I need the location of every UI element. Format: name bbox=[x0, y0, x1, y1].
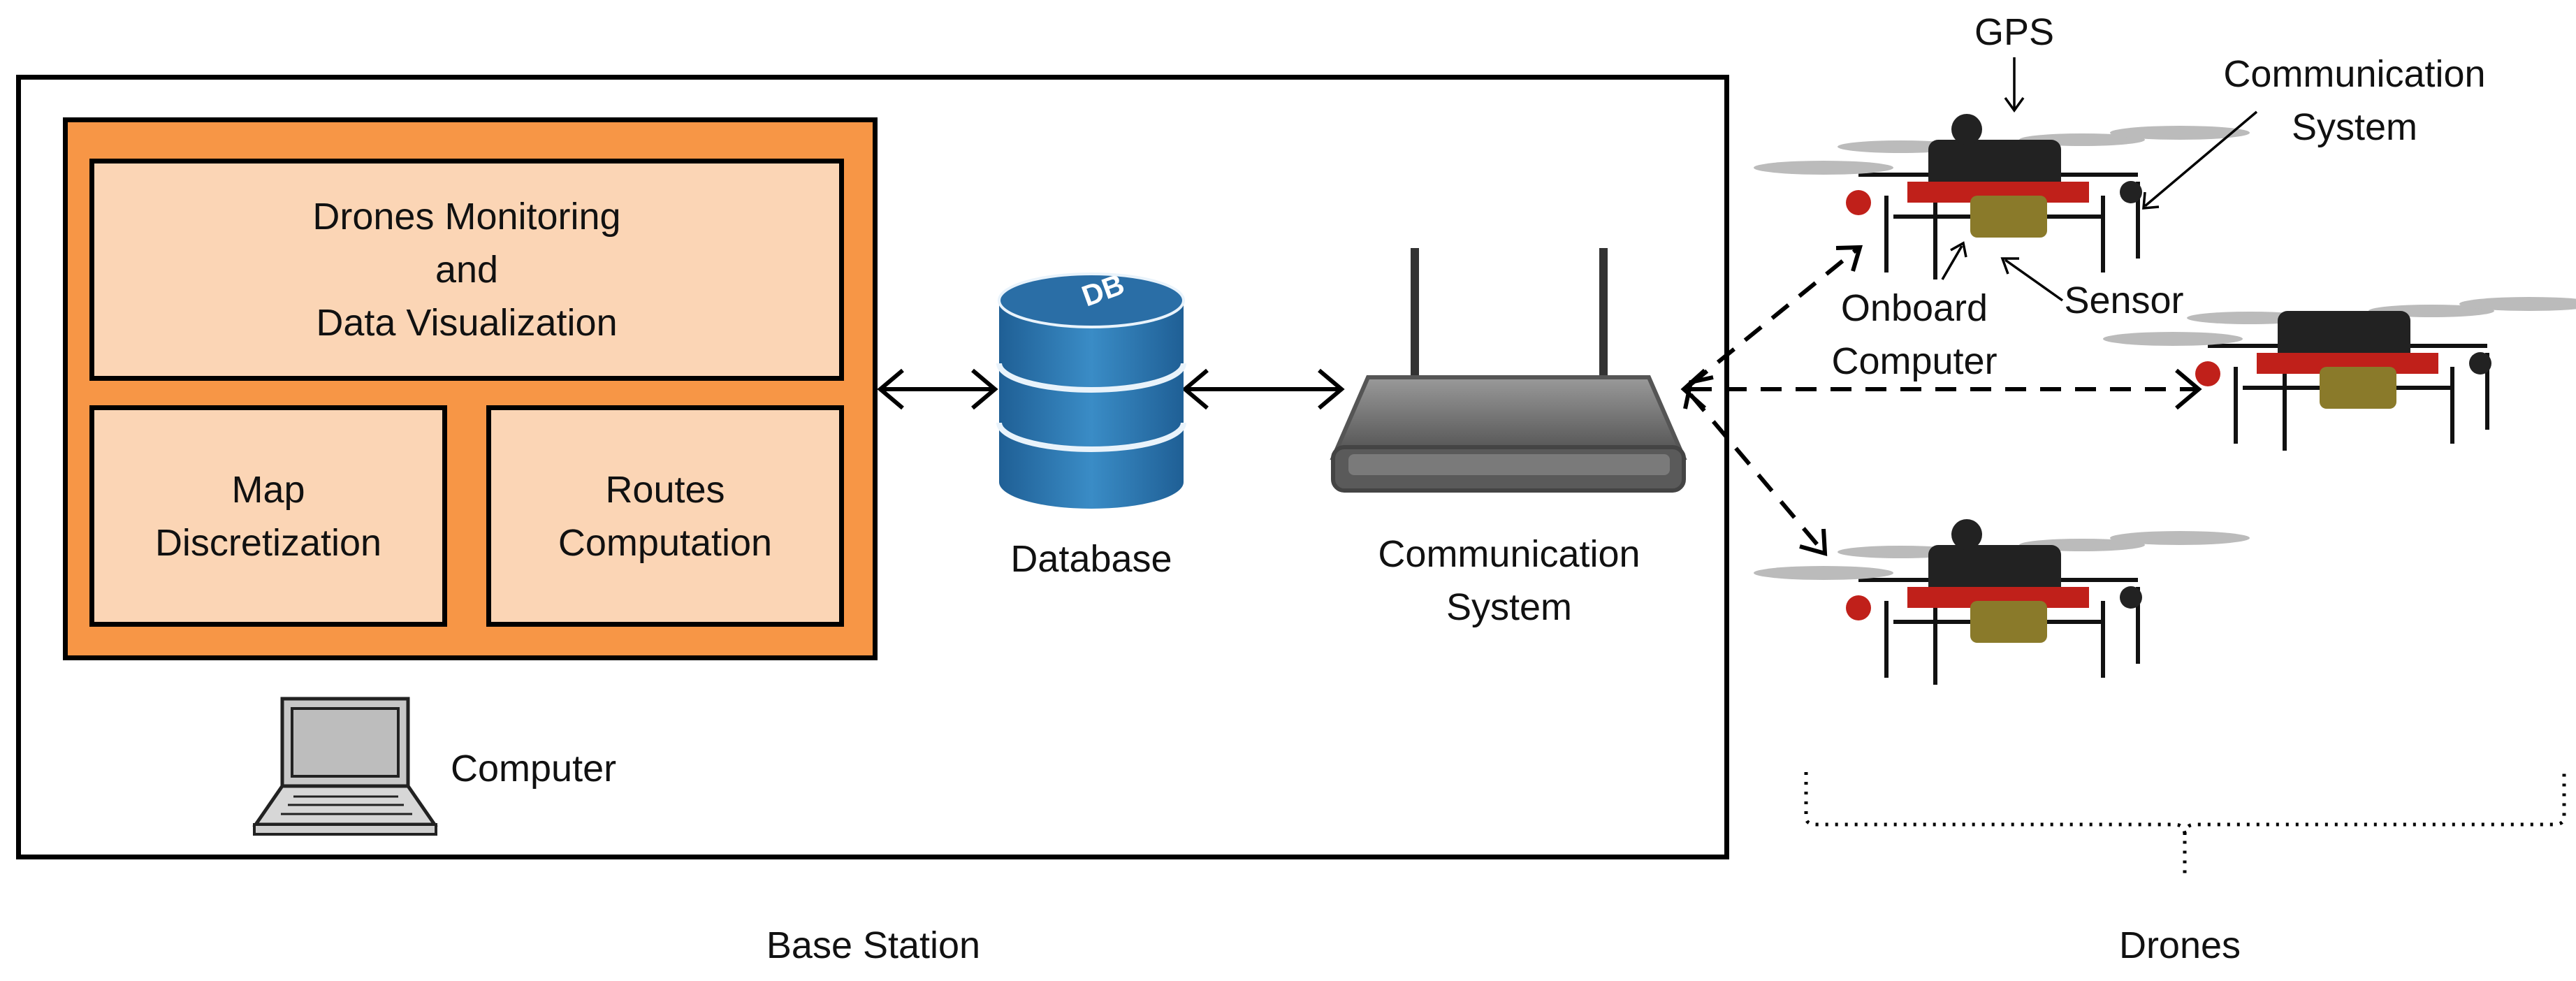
computer-label: Computer bbox=[451, 748, 617, 790]
gps-label: GPS bbox=[1974, 11, 2055, 53]
routes-computation-box: Routes Computation bbox=[486, 405, 844, 627]
comm-system-line-1: Communication bbox=[1378, 533, 1640, 575]
database-label: Database bbox=[1010, 538, 1172, 580]
routes-line-1: Routes bbox=[605, 468, 725, 511]
onboard-computer-label: Onboard Computer bbox=[1810, 282, 2019, 388]
drone-comm-line-1: Communication bbox=[2223, 53, 2486, 95]
wireless-arrowheads bbox=[1680, 245, 2202, 557]
map-line-2: Discretization bbox=[154, 521, 382, 564]
monitoring-line-1: Drones Monitoring bbox=[312, 196, 621, 238]
monitoring-label: Drones Monitoring and Data Visualization bbox=[94, 190, 839, 349]
base-station-box bbox=[16, 75, 1729, 859]
wireless-links bbox=[1689, 246, 2197, 553]
map-discretization-label: Map Discretization bbox=[94, 463, 442, 569]
database-router-connector bbox=[1181, 368, 1345, 410]
monitoring-box: Drones Monitoring and Data Visualization bbox=[89, 159, 844, 381]
comm-system-line-2: System bbox=[1446, 586, 1573, 628]
routes-line-2: Computation bbox=[558, 521, 773, 564]
drone-1-image bbox=[1754, 114, 2250, 279]
map-line-1: Map bbox=[231, 468, 305, 511]
panel-database-connector bbox=[877, 368, 998, 410]
drone-2-image bbox=[2103, 297, 2576, 451]
onboard-line-1: Onboard bbox=[1840, 287, 1988, 329]
router-icon bbox=[1330, 248, 1687, 493]
base-station-label: Base Station bbox=[766, 924, 981, 966]
comm-system-label: Communication System bbox=[1334, 528, 1684, 634]
map-discretization-box: Map Discretization bbox=[89, 405, 447, 627]
drone-3-image bbox=[1754, 519, 2250, 685]
database-icon: DB bbox=[996, 268, 1186, 509]
drones-brace bbox=[1804, 769, 2566, 877]
drone-comm-label: Communication System bbox=[2180, 48, 2529, 154]
laptop-icon bbox=[252, 697, 438, 836]
routes-computation-label: Routes Computation bbox=[491, 463, 839, 569]
drone-comm-line-2: System bbox=[2291, 106, 2418, 148]
drone-annotation-arrows bbox=[1941, 57, 2258, 302]
monitoring-line-2: and bbox=[435, 249, 499, 291]
drones-label: Drones bbox=[2118, 924, 2241, 966]
monitoring-line-3: Data Visualization bbox=[316, 302, 618, 344]
onboard-line-2: Computer bbox=[1831, 340, 1998, 382]
sensor-label: Sensor bbox=[2064, 279, 2184, 321]
